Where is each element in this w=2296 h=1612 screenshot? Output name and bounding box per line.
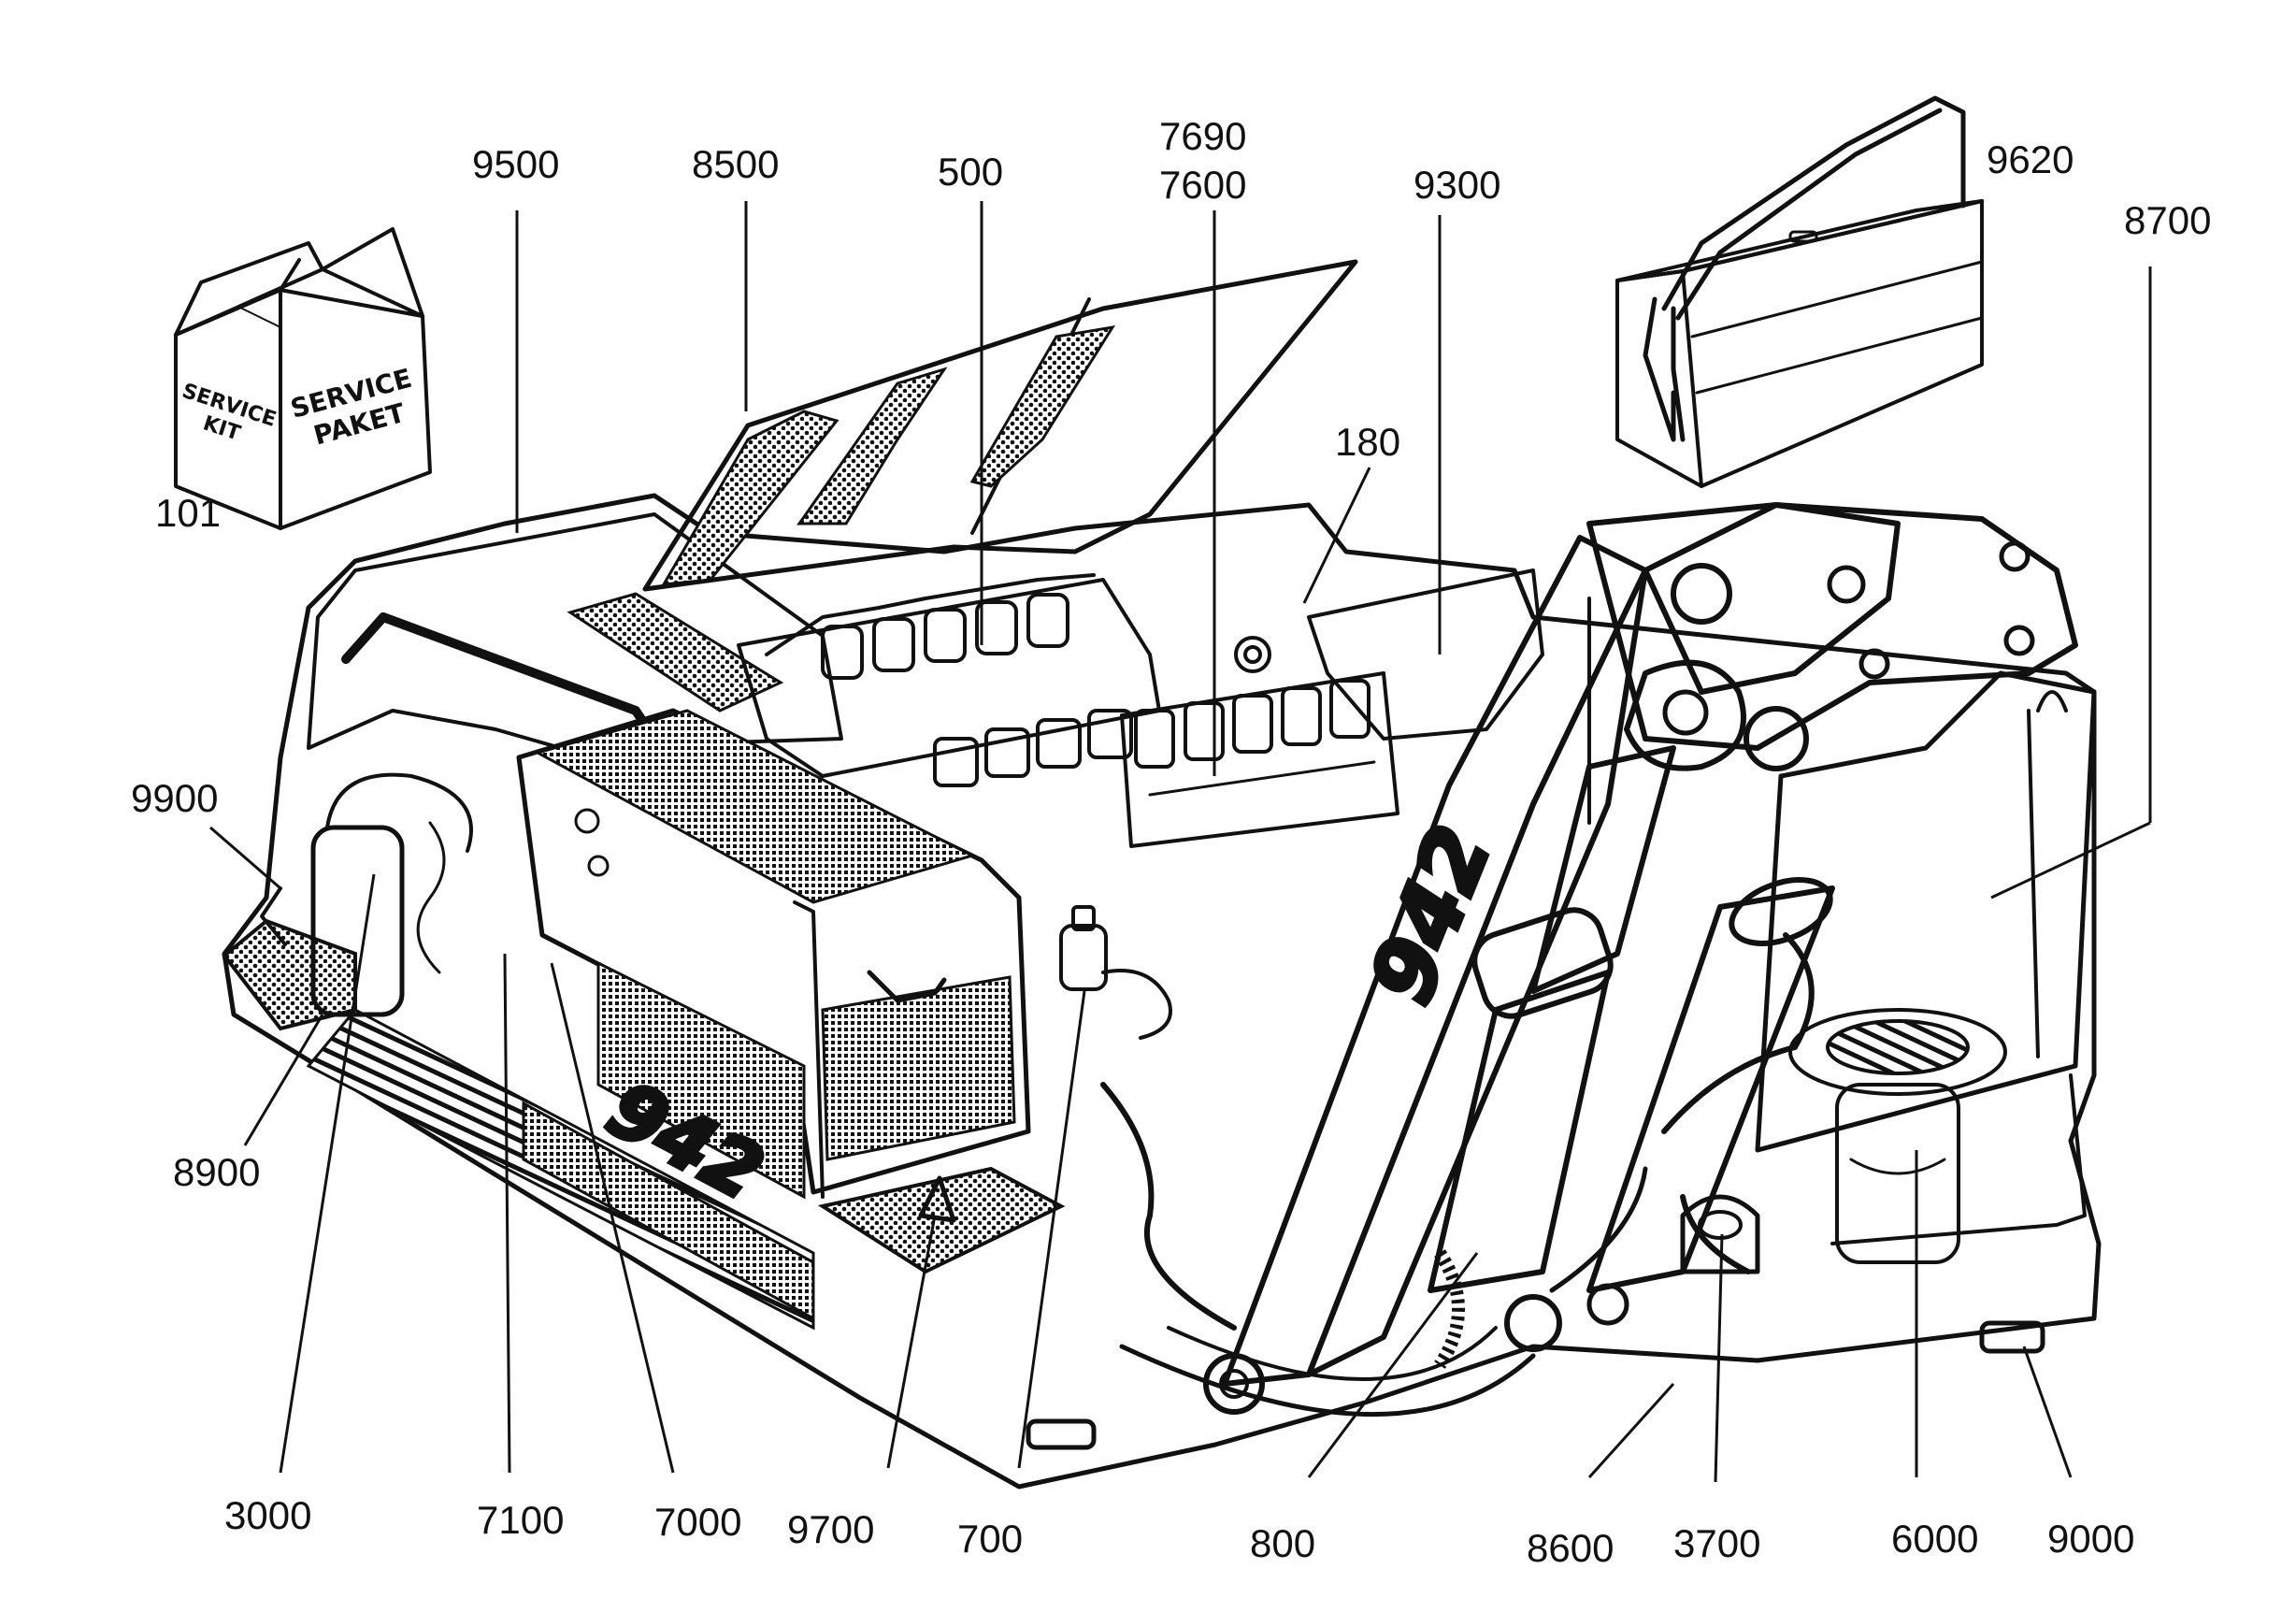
callout-8600: 8600 xyxy=(1527,1526,1614,1570)
callout-3000: 3000 xyxy=(224,1493,311,1537)
callout-180: 180 xyxy=(1335,420,1400,464)
top-grille-front xyxy=(534,709,977,904)
top-vent-left xyxy=(567,592,784,712)
callout-8700: 8700 xyxy=(2124,198,2211,242)
left-step-plate xyxy=(222,918,357,1031)
open-hood xyxy=(642,259,1358,592)
oil-filler xyxy=(1059,905,1172,1040)
leader-lines xyxy=(209,201,2152,1483)
callout-7000: 7000 xyxy=(654,1500,741,1544)
callout-700: 700 xyxy=(957,1517,1023,1561)
callout-9900: 9900 xyxy=(131,776,218,820)
callout-3700: 3700 xyxy=(1673,1521,1760,1565)
callout-9500: 9500 xyxy=(472,142,559,186)
callout-labels: 101 9500 8500 500 7690 7600 9300 180 962… xyxy=(131,114,2211,1570)
callout-8500: 8500 xyxy=(692,142,779,186)
callout-7690: 7690 xyxy=(1159,114,1246,158)
callout-9300: 9300 xyxy=(1413,163,1500,207)
side-grille-front xyxy=(596,960,806,1200)
service-kit-box xyxy=(174,227,432,530)
gear-teeth xyxy=(1434,1249,1465,1369)
rear-handle xyxy=(1979,1320,2045,1354)
hood-vent-1 xyxy=(661,410,839,586)
hood-vent-3 xyxy=(969,324,1116,488)
slew-ring xyxy=(1788,1008,2007,1264)
callout-800: 800 xyxy=(1250,1521,1315,1565)
engine-block xyxy=(737,573,1161,787)
valve-block xyxy=(1120,636,1399,848)
callout-9700: 9700 xyxy=(787,1507,874,1551)
side-grille-front-2 xyxy=(821,975,1016,1161)
callout-500: 500 xyxy=(938,150,1003,194)
filter-canister xyxy=(310,825,405,1017)
hood-vent-2 xyxy=(796,367,948,525)
callout-7100: 7100 xyxy=(477,1498,564,1542)
crane-boom xyxy=(1203,502,2078,1415)
callout-9620: 9620 xyxy=(1987,137,2074,181)
callout-9000: 9000 xyxy=(2047,1517,2134,1561)
callout-101: 101 xyxy=(155,491,221,535)
callout-8900: 8900 xyxy=(173,1150,260,1194)
machine-body xyxy=(222,259,2102,1490)
callout-7600: 7600 xyxy=(1159,163,1246,207)
toolbox xyxy=(1615,95,1984,488)
callout-6000: 6000 xyxy=(1891,1517,1978,1561)
